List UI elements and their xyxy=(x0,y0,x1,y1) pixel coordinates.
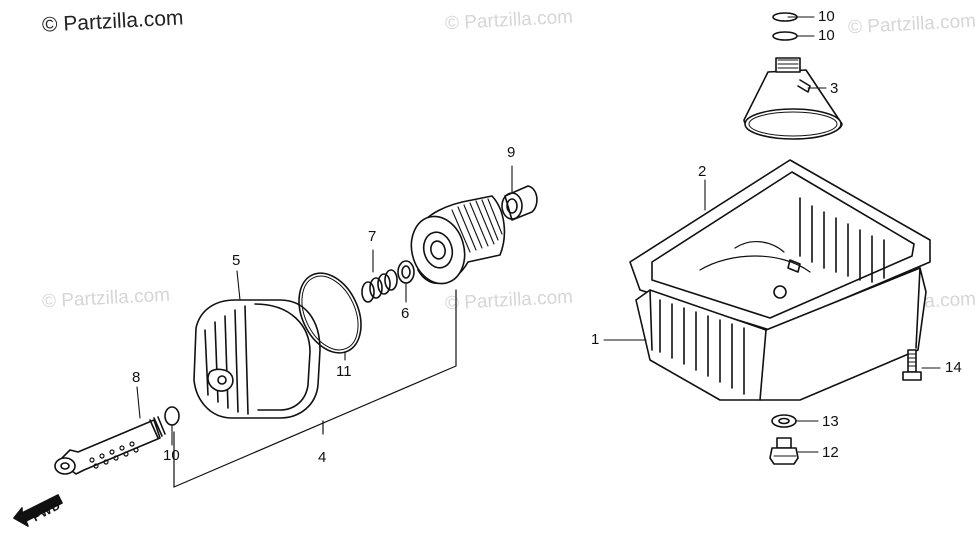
filter-collar xyxy=(501,185,538,221)
callout-10: 10 xyxy=(163,447,180,464)
callout-14: 14 xyxy=(945,359,962,376)
drain-washer xyxy=(771,414,797,428)
cover-o-ring xyxy=(298,272,362,354)
drain-bolt xyxy=(769,437,799,465)
callout-8: 8 xyxy=(132,369,141,386)
pan-bolt xyxy=(902,349,922,381)
oil-pan xyxy=(635,197,927,401)
spring xyxy=(361,269,398,303)
o-ring xyxy=(164,406,180,426)
oil-filter-element xyxy=(410,195,506,285)
callout-12: 12 xyxy=(822,444,839,461)
forward-arrow-icon xyxy=(13,494,63,527)
callout-2: 2 xyxy=(698,163,707,180)
oil-filter-cover xyxy=(193,299,321,419)
callout-5: 5 xyxy=(232,252,241,269)
callout-3: 3 xyxy=(830,80,839,97)
callout-7: 7 xyxy=(368,228,377,245)
callout-11: 11 xyxy=(336,363,352,380)
callout-10: 10 xyxy=(818,8,835,25)
callout-10: 10 xyxy=(818,27,835,44)
washer xyxy=(397,260,415,284)
callout-6: 6 xyxy=(401,305,410,322)
callout-4: 4 xyxy=(318,449,327,466)
leader-lines xyxy=(136,16,941,453)
oil-strainer-pipe xyxy=(54,416,166,475)
oil-strainer-screen xyxy=(743,57,843,140)
callout-13: 13 xyxy=(822,413,839,430)
group-bracket xyxy=(173,289,457,488)
oil-pan-gasket xyxy=(629,159,931,331)
callout-9: 9 xyxy=(507,144,516,161)
callout-1: 1 xyxy=(591,331,600,348)
